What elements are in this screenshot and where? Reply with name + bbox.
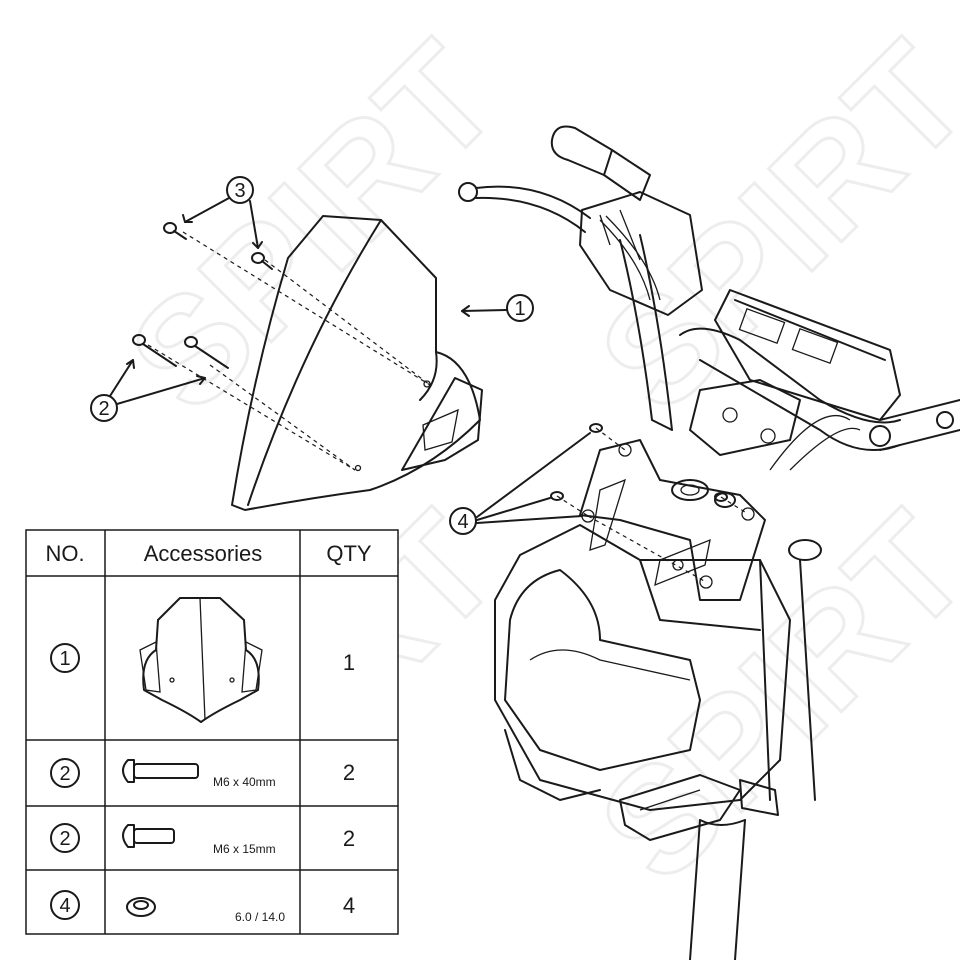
- windshield-thumbnail: [139, 597, 263, 723]
- washer: [714, 492, 728, 502]
- row-number: 4: [59, 895, 70, 917]
- table-row: 2 M6 x 15mm 2: [50, 823, 355, 856]
- table-row: 4 6.0 / 14.0 4: [50, 890, 355, 924]
- row-qty: 1: [343, 650, 355, 675]
- callout-1-label: 1: [514, 298, 525, 320]
- table-header-qty: QTY: [326, 541, 372, 566]
- table-row: 1 1: [50, 597, 355, 723]
- callout-3: 3: [182, 176, 263, 249]
- row-size: M6 x 15mm: [213, 842, 276, 856]
- washer: [589, 423, 603, 433]
- row-number: 2: [59, 763, 70, 785]
- assembly-guide-lines: [147, 231, 431, 471]
- table-header-no: NO.: [45, 541, 84, 566]
- washer-icon: [126, 897, 156, 917]
- row-qty: 2: [343, 760, 355, 785]
- callout-4: 4: [449, 427, 749, 583]
- callout-3-label: 3: [234, 180, 245, 202]
- windshield-exploded: [231, 215, 483, 511]
- callout-2-label: 2: [98, 398, 109, 420]
- long-bolt: [132, 334, 177, 367]
- row-size: M6 x 40mm: [213, 775, 276, 789]
- row-number: 2: [59, 828, 70, 850]
- short-screw: [163, 222, 187, 240]
- callout-2: 2: [90, 359, 206, 422]
- short-bolt-icon: [122, 824, 175, 848]
- short-screw: [251, 252, 273, 270]
- washer: [550, 491, 564, 501]
- motorcycle-front-illustration: [458, 125, 960, 960]
- row-number: 1: [59, 648, 70, 670]
- watermark-text: SPIRT: [567, 481, 960, 912]
- callout-4-label: 4: [457, 511, 468, 533]
- long-bolt-icon: [122, 759, 199, 783]
- table-header-accessories: Accessories: [144, 541, 263, 566]
- long-bolt: [184, 336, 229, 369]
- row-qty: 4: [343, 893, 355, 918]
- row-qty: 2: [343, 826, 355, 851]
- row-size: 6.0 / 14.0: [235, 910, 285, 924]
- table-row: 2 M6 x 40mm 2: [50, 758, 355, 789]
- accessories-table: NO. Accessories QTY 1 1 2 M: [25, 529, 399, 935]
- callout-1: 1: [461, 294, 534, 322]
